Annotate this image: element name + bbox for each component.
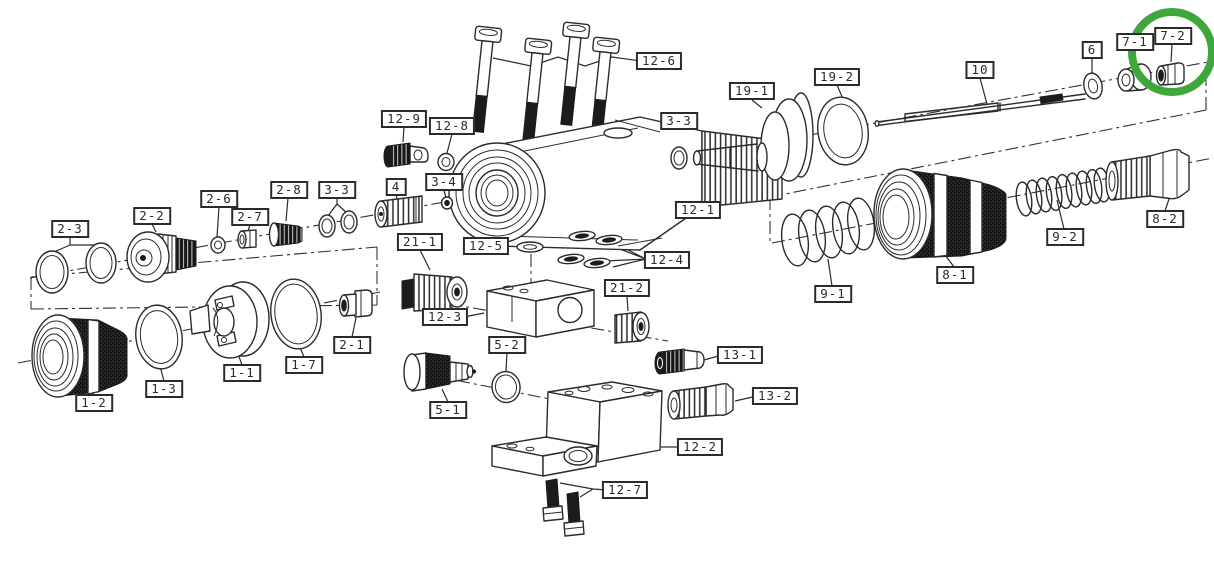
part-3-3-orings-left	[318, 210, 358, 238]
part-2-8-plug	[268, 222, 303, 247]
part-7-1-packing	[1117, 63, 1152, 92]
part-21-2-plug	[614, 311, 650, 344]
part-12-6-screws	[471, 21, 621, 144]
part-12-1-body	[448, 116, 783, 251]
part-21-1-connector	[401, 273, 468, 312]
part-2-3-orings	[35, 242, 117, 294]
part-8-2-nozzle	[1105, 148, 1190, 201]
part-8-1-retaining-ring	[873, 168, 1007, 260]
highlight-circle	[1128, 8, 1214, 96]
part-1-2-ring	[31, 314, 128, 398]
part-19-2-oring	[817, 96, 869, 166]
part-1-7-oring	[270, 278, 322, 350]
part-12-2-block	[491, 381, 663, 477]
part-13-1-fitting	[654, 348, 705, 375]
part-2-2-air-valve	[126, 231, 197, 283]
part-7-2-nut	[1155, 62, 1185, 86]
part-19-1-piston	[692, 92, 814, 182]
part-1-1-aircap	[189, 281, 270, 359]
part-9-1-spring	[780, 197, 876, 267]
part-9-2-spring	[1015, 167, 1111, 217]
part-12-5-washer	[516, 241, 544, 253]
part-12-7-screws	[542, 478, 585, 537]
part-1-3-oring	[135, 304, 183, 370]
part-2-7-spacer	[237, 229, 257, 249]
part-13-2-fitting	[667, 383, 734, 420]
part-12-9-fitting	[383, 142, 429, 168]
part-2-6-nut	[210, 236, 226, 254]
part-12-8-washer	[437, 152, 455, 172]
part-5-2-oring	[491, 370, 521, 404]
part-5-1-adjuster	[403, 352, 477, 392]
part-3-4-nut	[440, 196, 454, 210]
part-12-3-block	[486, 279, 595, 338]
part-12-4-gaskets	[557, 230, 623, 269]
part-2-1-seat	[338, 289, 373, 318]
part-4-plug	[374, 195, 423, 228]
part-10-needle	[874, 93, 1086, 127]
part-6-washer	[1083, 72, 1103, 100]
part-3-3-oring-right	[670, 146, 688, 170]
